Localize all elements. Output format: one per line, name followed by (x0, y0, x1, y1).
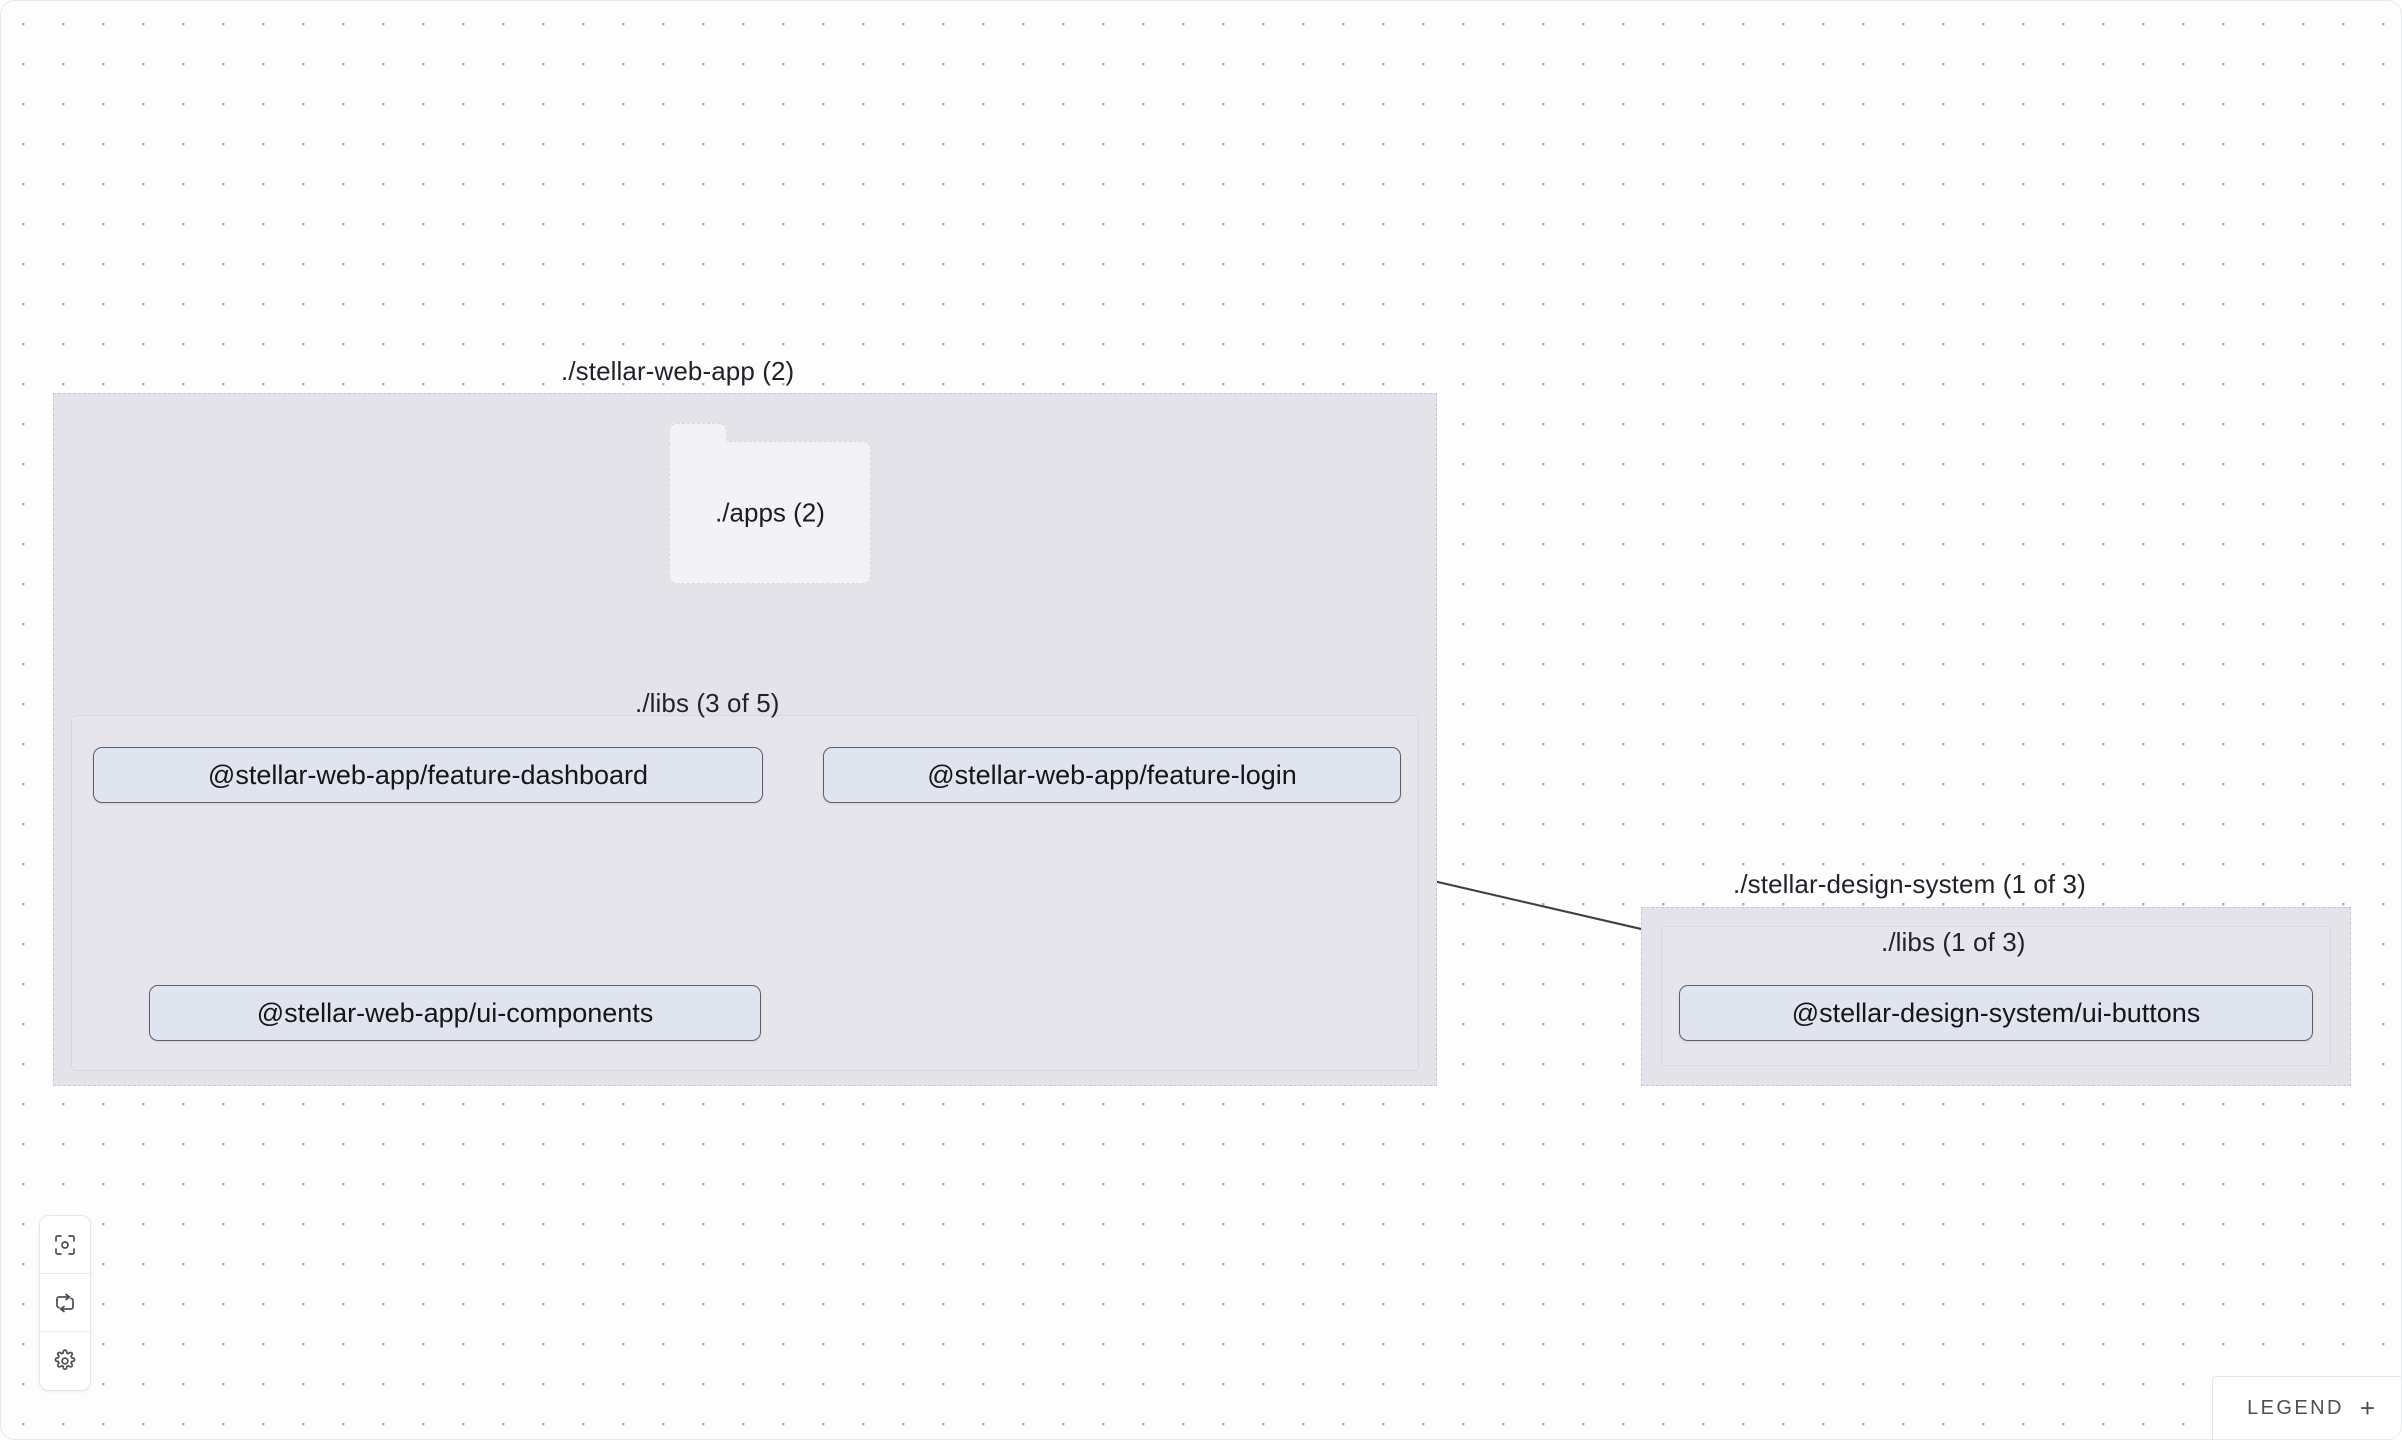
subgroup-label-web-app-libs: ./libs (3 of 5) (635, 688, 780, 718)
node-ui-buttons[interactable]: @stellar-design-system/ui-buttons (1679, 985, 2313, 1041)
subgroup-label-design-system-libs: ./libs (1 of 3) (1881, 927, 2026, 957)
group-label-stellar-design-system: ./stellar-design-system (1 of 3) (1733, 869, 2086, 899)
folder-apps[interactable]: ./apps (2) (668, 423, 871, 584)
graph-toolbar[interactable] (39, 1215, 91, 1391)
group-label-stellar-web-app: ./stellar-web-app (2) (561, 356, 795, 386)
legend-label: LEGEND (2247, 1396, 2344, 1419)
node-feature-login[interactable]: @stellar-web-app/feature-login (823, 747, 1401, 803)
node-ui-components[interactable]: @stellar-web-app/ui-components (149, 985, 761, 1041)
refresh-icon (53, 1291, 77, 1315)
folder-tab-icon (668, 423, 727, 447)
gear-icon (53, 1349, 77, 1373)
focus-target-icon (53, 1233, 77, 1257)
node-feature-dashboard[interactable]: @stellar-web-app/feature-dashboard (93, 747, 763, 803)
refresh-button[interactable] (40, 1274, 90, 1332)
plus-icon: + (2359, 1393, 2375, 1423)
folder-label-apps: ./apps (2) (715, 497, 825, 527)
settings-button[interactable] (40, 1332, 90, 1390)
legend-toggle[interactable]: LEGEND + (2212, 1376, 2401, 1439)
focus-graph-button[interactable] (40, 1216, 90, 1274)
